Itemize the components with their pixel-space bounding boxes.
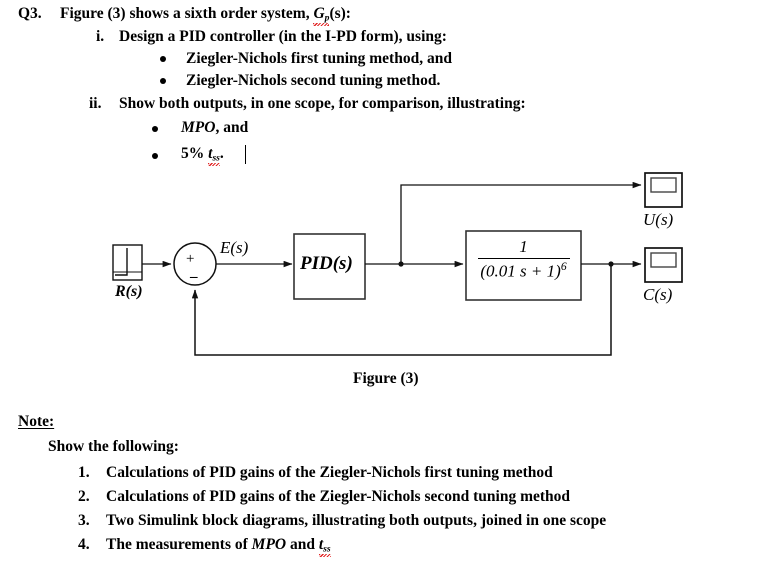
bullet-i-1-text: Ziegler-Nichols first tuning method, and bbox=[186, 50, 452, 67]
note-item4-t: t bbox=[318, 536, 324, 553]
mpo-symbol: MPO bbox=[181, 119, 216, 136]
label-r-of-s-text: R(s) bbox=[115, 283, 143, 300]
t-symbol: t bbox=[208, 145, 213, 162]
part-i-number: i. bbox=[96, 29, 104, 45]
note-heading-text: Note: bbox=[18, 413, 55, 430]
label-r-of-s: R(s) bbox=[115, 283, 143, 301]
note-heading: Note: bbox=[18, 414, 54, 430]
bullet-ii-2: 5% tss. bbox=[181, 145, 224, 166]
note-item-text: The measurements of MPO and tss bbox=[106, 536, 331, 557]
label-c-of-s-text: C(s) bbox=[643, 285, 673, 304]
label-u-of-s-text: U(s) bbox=[643, 210, 674, 229]
note-item4-mpo: MPO bbox=[251, 536, 287, 553]
symbol-gp: Gp bbox=[313, 5, 330, 26]
plant-transfer-function: 1 (0.01 s + 1)6 bbox=[471, 238, 576, 280]
bullet-ii-1: MPO, and bbox=[181, 120, 248, 136]
part-i-label: i. bbox=[96, 28, 105, 45]
note-item-text: Calculations of PID gains of the Ziegler… bbox=[106, 488, 571, 505]
part-ii-text: Show both outputs, in one scope, for com… bbox=[119, 96, 526, 112]
bullet-icon bbox=[160, 56, 166, 62]
symbol-g: G bbox=[313, 5, 325, 22]
tss-symbol: tss bbox=[208, 145, 220, 166]
fraction-rule bbox=[477, 257, 570, 260]
label-pid-block: PID(s) bbox=[300, 253, 353, 275]
label-e-of-s-text: E(s) bbox=[220, 238, 249, 257]
bullet-icon bbox=[160, 78, 166, 84]
label-u-of-s: U(s) bbox=[643, 210, 673, 230]
bullet-i-2-text: Ziegler-Nichols second tuning method. bbox=[186, 72, 441, 89]
figure-caption-text: Figure (3) bbox=[353, 370, 419, 387]
note-item-text: Two Simulink block diagrams, illustratin… bbox=[106, 512, 607, 529]
question-stem-text: Figure (3) shows a sixth order system, bbox=[60, 5, 310, 22]
ss-subscript: ss bbox=[212, 152, 220, 164]
plant-denominator: (0.01 s + 1)6 bbox=[471, 261, 576, 280]
part-ii-label: ii. bbox=[89, 95, 102, 112]
part-ii-body: Show both outputs, in one scope, for com… bbox=[119, 95, 526, 112]
note-item4-mid: and bbox=[289, 536, 315, 553]
sum-plus-sign: + bbox=[186, 251, 195, 267]
note-item4-ss: ss bbox=[323, 543, 331, 555]
note-subheading-text: Show the following: bbox=[48, 438, 179, 455]
note-item4-prefix: The measurements of bbox=[106, 536, 248, 553]
note-item-text: Calculations of PID gains of the Ziegler… bbox=[106, 464, 553, 481]
label-c-of-s: C(s) bbox=[643, 285, 672, 305]
note-item-number: 4. bbox=[78, 536, 90, 553]
bullet-i-2: Ziegler-Nichols second tuning method. bbox=[186, 73, 440, 89]
plant-denominator-base: (0.01 s + 1) bbox=[480, 261, 561, 281]
question-stem: Figure (3) shows a sixth order system, G… bbox=[60, 5, 351, 26]
note-item-number: 2. bbox=[78, 488, 90, 505]
symbol-tail: (s): bbox=[329, 5, 351, 22]
note-item4-tss: tss bbox=[318, 536, 331, 557]
question-label: Q3. bbox=[18, 5, 42, 22]
figure-caption: Figure (3) bbox=[353, 370, 419, 388]
bullet-icon bbox=[152, 153, 158, 159]
note-item-number: 1. bbox=[78, 464, 90, 481]
plant-denominator-power: 6 bbox=[560, 260, 567, 274]
bullet-ii-1-tail: , and bbox=[215, 119, 249, 136]
part-i-text: Design a PID controller (in the I-PD for… bbox=[119, 29, 447, 45]
bullet-i-1: Ziegler-Nichols first tuning method, and bbox=[186, 51, 452, 67]
bullet-ii-2-tail: . bbox=[219, 145, 224, 162]
symbol-p-subscript: p bbox=[324, 12, 330, 24]
bullet-icon bbox=[152, 126, 158, 132]
note-subheading: Show the following: bbox=[48, 439, 179, 455]
plant-numerator: 1 bbox=[519, 237, 528, 256]
part-i-body: Design a PID controller (in the I-PD for… bbox=[119, 28, 447, 45]
sum-minus-sign: _ bbox=[190, 264, 198, 280]
label-pid-text: PID(s) bbox=[300, 253, 353, 274]
bullet-ii-2-prefix: 5% bbox=[181, 145, 205, 162]
question-number: Q3. bbox=[18, 6, 42, 22]
note-item-number: 3. bbox=[78, 512, 90, 529]
text-caret bbox=[245, 145, 247, 164]
label-e-of-s: E(s) bbox=[220, 238, 248, 258]
part-ii-number: ii. bbox=[89, 96, 102, 112]
